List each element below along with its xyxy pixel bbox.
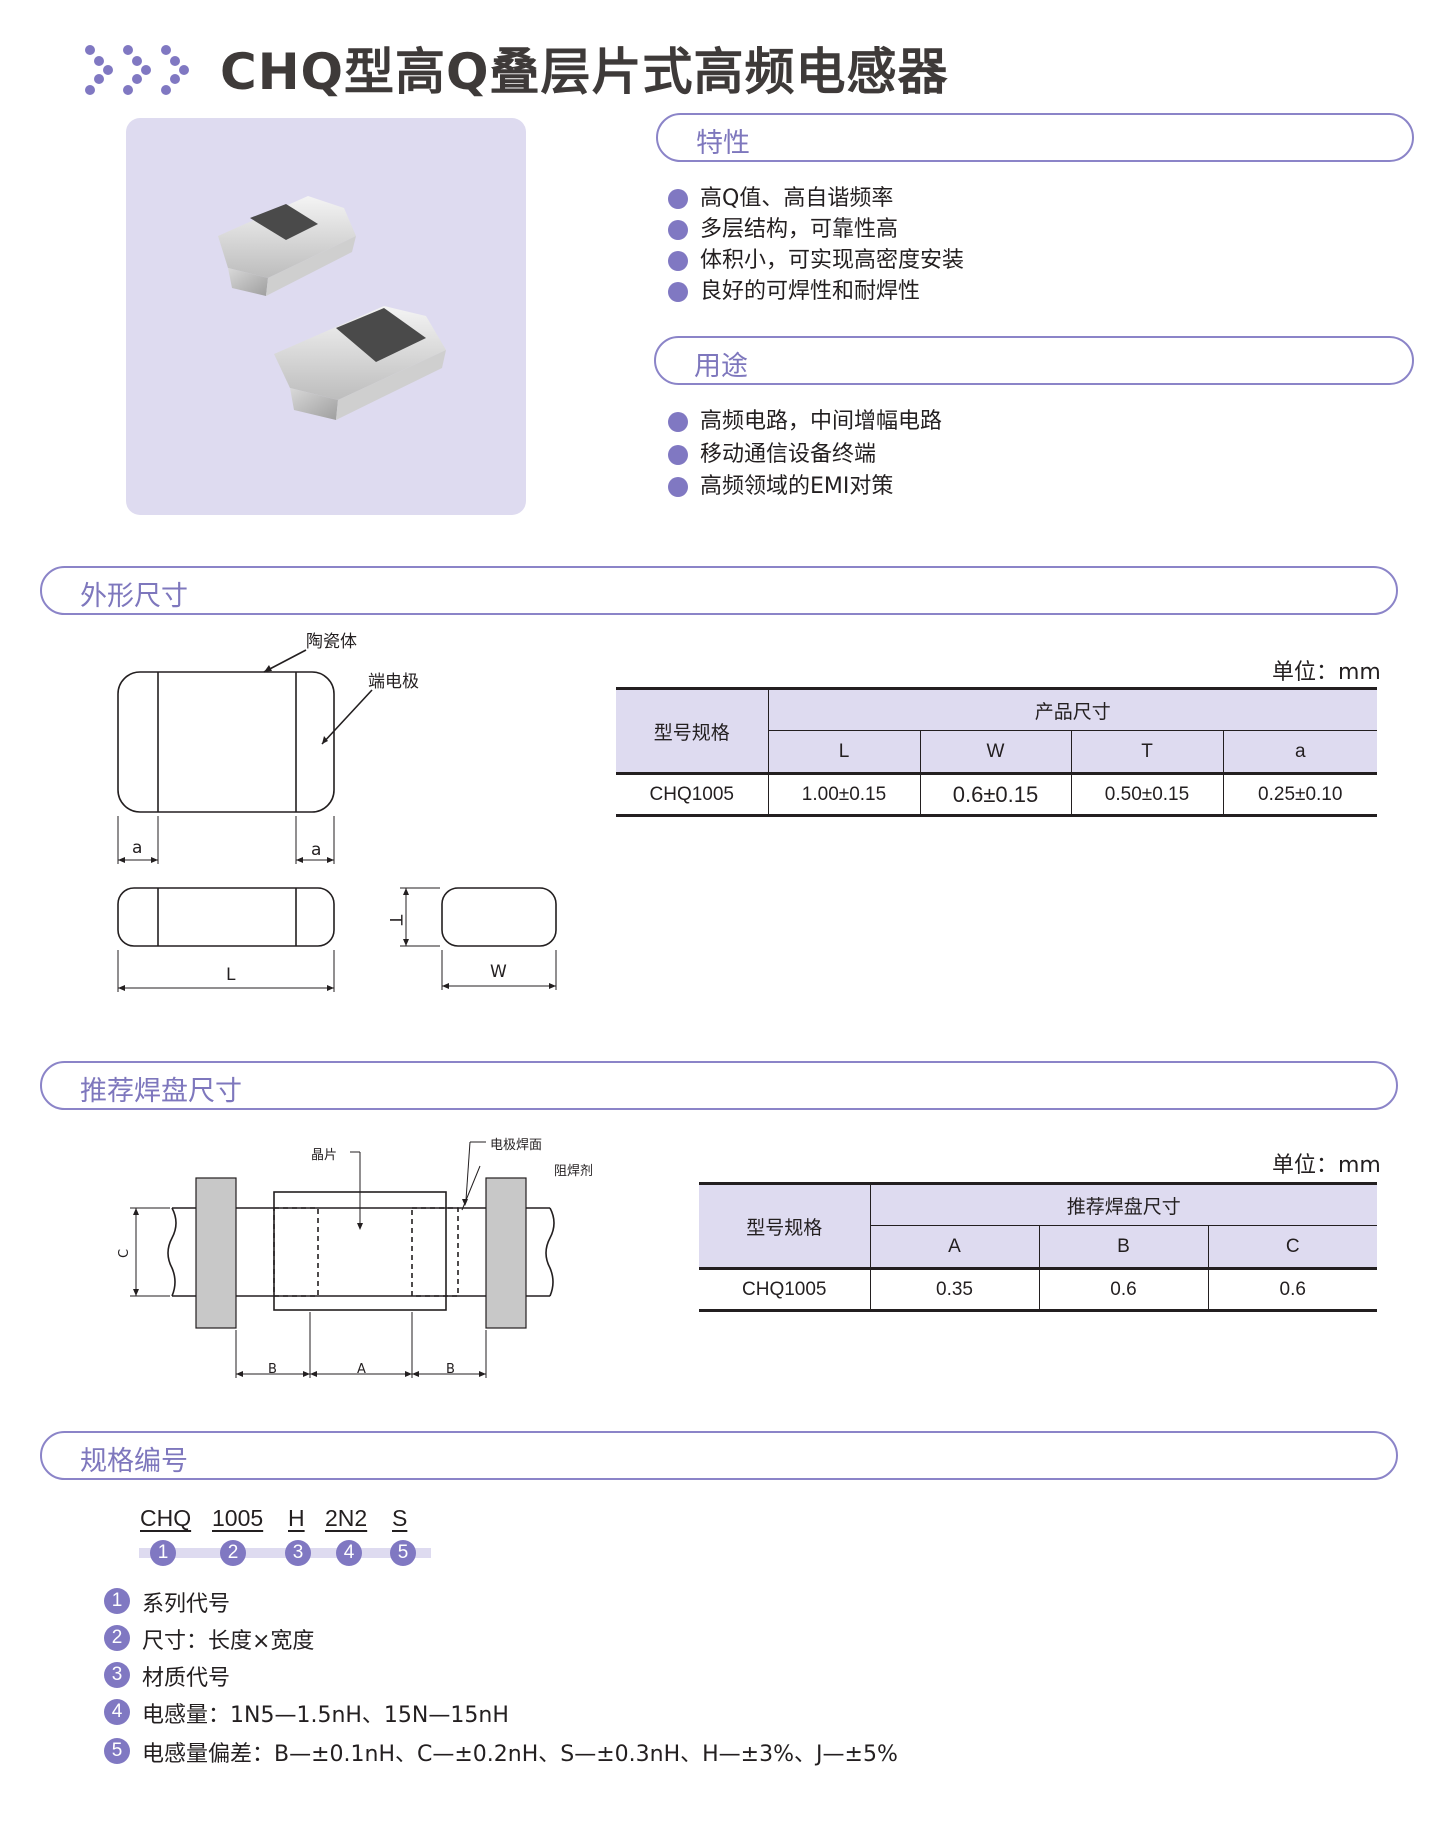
pn-marker-5-icon: 5 — [390, 1540, 416, 1566]
features-list: 高Q值、高自谐频率 多层结构，可靠性高 体积小，可实现高密度安装 良好的可焊性和… — [666, 183, 964, 307]
legend-text: 尺寸：长度×宽度 — [142, 1629, 315, 1654]
dimensions-table: 型号规格 产品尺寸 L W T a CHQ1005 1.00±0.15 0.6±… — [616, 687, 1377, 817]
legend-number-icon: 2 — [104, 1625, 130, 1651]
part-number-section-header: 规格编号 — [40, 1431, 1398, 1480]
pad-cell-B: 0.6 — [1039, 1268, 1209, 1312]
legend-text: 电感量：1N5—1.5nH、15N—15nH — [142, 1703, 509, 1728]
product-photo — [126, 118, 526, 515]
legend-number-icon: 1 — [104, 1588, 130, 1614]
dim-a-left-label: a — [132, 838, 143, 858]
pn-segment-size: 1005 — [212, 1505, 264, 1531]
legend-text: 材质代号 — [142, 1666, 231, 1691]
legend-number-icon: 3 — [104, 1662, 130, 1688]
pn-segment-inductance: 2N2 — [325, 1505, 368, 1531]
pads-section-header: 推荐焊盘尺寸 — [40, 1061, 1398, 1110]
solder-resist-label: 阻焊剂 — [554, 1164, 594, 1179]
dimension-drawing — [117, 649, 557, 992]
pn-marker-4-icon: 4 — [336, 1540, 362, 1566]
bullet-dot-icon — [668, 412, 688, 432]
left-pad — [195, 1177, 237, 1329]
bullet-dot-icon — [668, 220, 688, 240]
pads-heading: 推荐焊盘尺寸 — [80, 1076, 242, 1107]
pad-col-B: B — [1039, 1225, 1209, 1270]
dim-A-label: A — [357, 1362, 366, 1377]
dimensions-section-header: 外形尺寸 — [40, 566, 1398, 615]
dim-col-L: L — [768, 730, 921, 775]
pad-cell-model: CHQ1005 — [699, 1268, 871, 1312]
use-item: 高频电路，中间增幅电路 — [666, 406, 942, 439]
pad-header-group: 推荐焊盘尺寸 — [870, 1182, 1377, 1226]
uses-heading: 用途 — [694, 351, 748, 382]
page-title: CHQ型高Q叠层片式高频电感器 — [220, 43, 949, 101]
use-item: 移动通信设备终端 — [666, 439, 942, 472]
dim-L-label: L — [226, 965, 236, 985]
bullet-dot-icon — [668, 444, 688, 465]
pn-segment-material: H — [288, 1505, 305, 1531]
dim-cell-L: 1.00±0.15 — [768, 773, 921, 817]
dim-B-right-label: B — [446, 1362, 455, 1377]
dim-C-label: C — [117, 1248, 133, 1259]
dim-cell-model: CHQ1005 — [616, 773, 769, 817]
pad-layout-drawing — [130, 1141, 555, 1378]
legend-text: 电感量偏差：B—±0.1nH、C—±0.2nH、S—±0.3nH、H—±3%、J… — [142, 1742, 898, 1767]
dim-col-T: T — [1071, 730, 1224, 775]
electrode-label: 电极焊面 — [490, 1138, 543, 1153]
pad-col-C: C — [1208, 1225, 1377, 1270]
feature-item: 良好的可焊性和耐焊性 — [666, 276, 964, 307]
bullet-dot-icon — [668, 477, 688, 497]
title-arrow-dots-icon — [85, 45, 189, 95]
pad-col-A: A — [870, 1225, 1040, 1270]
dim-T-label: T — [385, 914, 406, 926]
dim-W-label: W — [490, 962, 507, 982]
uses-list: 高频电路，中间增幅电路 移动通信设备终端 高频领域的EMI对策 — [666, 406, 942, 504]
legend-number-icon: 5 — [104, 1738, 130, 1764]
small-chip — [218, 196, 356, 296]
dim-col-a: a — [1223, 730, 1377, 775]
bullet-dot-icon — [668, 282, 688, 302]
pn-marker-2-icon: 2 — [220, 1540, 246, 1566]
feature-item: 体积小，可实现高密度安装 — [666, 245, 964, 276]
dim-B-left-label: B — [268, 1362, 277, 1377]
table-row: CHQ1005 1.00±0.15 0.6±0.15 0.50±0.15 0.2… — [616, 773, 1377, 817]
legend-text: 系列代号 — [142, 1592, 231, 1617]
pad-header-model: 型号规格 — [699, 1182, 871, 1270]
dim-header-group: 产品尺寸 — [768, 687, 1377, 731]
pads-unit: 单位：mm — [1272, 1153, 1381, 1178]
pn-segment-series: CHQ — [140, 1505, 192, 1531]
feature-item: 多层结构，可靠性高 — [666, 214, 964, 245]
table-row: CHQ1005 0.35 0.6 0.6 — [699, 1268, 1377, 1312]
dim-cell-T: 0.50±0.15 — [1071, 773, 1224, 817]
right-pad — [485, 1177, 527, 1329]
features-section-header: 特性 — [656, 113, 1414, 162]
dim-header-model: 型号规格 — [616, 687, 769, 775]
dim-cell-W: 0.6±0.15 — [920, 773, 1072, 817]
dim-col-W: W — [920, 730, 1072, 775]
uses-section-header: 用途 — [654, 336, 1414, 385]
pn-marker-1-icon: 1 — [150, 1540, 176, 1566]
use-item: 高频领域的EMI对策 — [666, 471, 942, 504]
dim-a-right-label: a — [311, 840, 322, 860]
pn-marker-3-icon: 3 — [285, 1540, 311, 1566]
feature-item: 高Q值、高自谐频率 — [666, 183, 964, 214]
part-number-heading: 规格编号 — [80, 1446, 188, 1477]
pads-table: 型号规格 推荐焊盘尺寸 A B C CHQ1005 0.35 0.6 0.6 — [699, 1182, 1377, 1312]
pad-cell-C: 0.6 — [1208, 1268, 1377, 1312]
pn-segment-tolerance: S — [392, 1505, 408, 1531]
dim-cell-a: 0.25±0.10 — [1223, 773, 1377, 817]
large-chip — [274, 306, 446, 420]
features-heading: 特性 — [696, 128, 750, 159]
bullet-dot-icon — [668, 189, 688, 209]
terminal-electrode-label: 端电极 — [368, 672, 419, 692]
dimensions-heading: 外形尺寸 — [80, 581, 188, 612]
ceramic-body-label: 陶瓷体 — [306, 632, 357, 652]
dimensions-unit: 单位：mm — [1272, 660, 1381, 685]
pad-cell-A: 0.35 — [870, 1268, 1040, 1312]
bullet-dot-icon — [668, 251, 688, 271]
chip-inductor-image — [218, 196, 446, 420]
chip-label: 晶片 — [311, 1148, 338, 1163]
legend-number-icon: 4 — [104, 1699, 130, 1725]
